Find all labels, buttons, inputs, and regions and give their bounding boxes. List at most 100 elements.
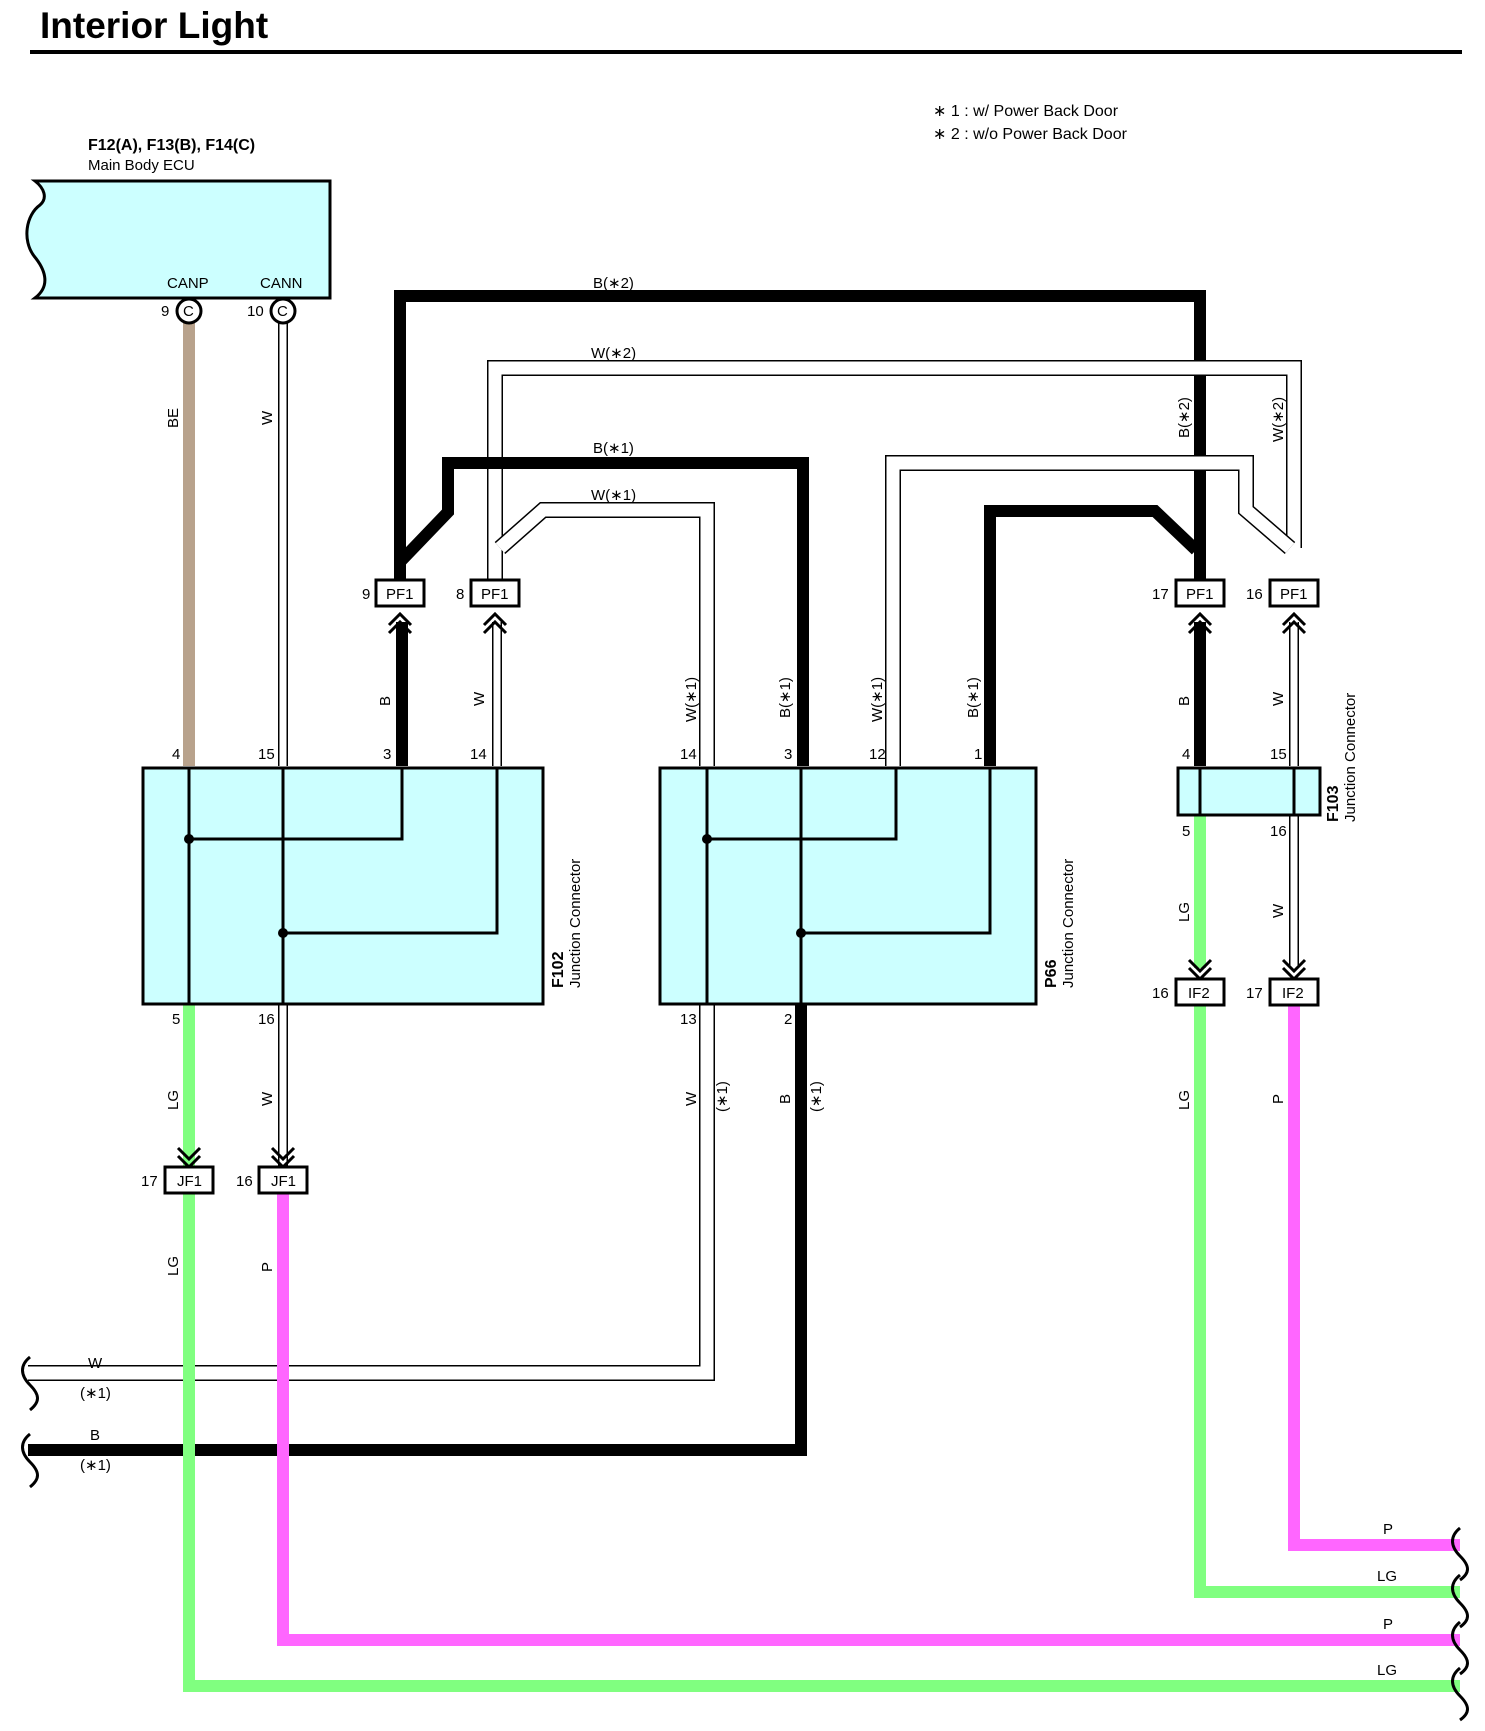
connector-pf1-16-id: PF1 xyxy=(1280,586,1308,603)
wire-label-w-pf1-16: W xyxy=(1270,691,1287,706)
ecu-pin-circle-cann xyxy=(269,297,297,325)
wire-b-p66-2 xyxy=(28,1003,807,1456)
wire-label-lg-jf1: LG xyxy=(165,1256,182,1276)
wire-w2 xyxy=(488,361,1301,585)
wire-label-lg-f103: LG xyxy=(1176,902,1193,922)
f102-pin-16: 16 xyxy=(258,1011,275,1028)
junction-p66 xyxy=(658,766,1038,1006)
connector-pf1-8 xyxy=(469,578,521,608)
f102-pin-4: 4 xyxy=(172,746,180,763)
connector-jf1-16-id: JF1 xyxy=(271,1173,296,1190)
p66-name: Junction Connector xyxy=(1060,859,1077,988)
wire-label-lg-right-2: LG xyxy=(1377,1662,1397,1679)
p66-pin-12: 12 xyxy=(869,746,886,763)
wire-lg-if2-16 xyxy=(1194,1003,1460,1598)
wire-label-b-pf1-9: B xyxy=(377,696,394,706)
wire-label-b1-p66-1: B(∗1) xyxy=(965,677,982,718)
connector-pf1-17 xyxy=(1174,578,1226,608)
diagram-title: Interior Light xyxy=(40,5,268,46)
wire-label-w1: W(∗1) xyxy=(591,487,636,504)
splice-dot xyxy=(278,928,288,938)
connector-jf1-17-id: JF1 xyxy=(177,1173,202,1190)
f103-pin-15: 15 xyxy=(1270,746,1287,763)
connector-jf1-16 xyxy=(257,1165,309,1195)
wire-label-p-right-2: P xyxy=(1383,1616,1393,1633)
wire-label-w-left: W xyxy=(88,1355,103,1372)
wire-lg-jf1-17 xyxy=(183,1191,1460,1692)
connector-if2-17-id: IF2 xyxy=(1282,985,1304,1002)
wire-label-b-left: B xyxy=(90,1427,100,1444)
f103-code: F103 xyxy=(1325,785,1342,822)
wire-label-lg-if2: LG xyxy=(1176,1090,1193,1110)
wire-label-s1-left-b: (∗1) xyxy=(80,1457,111,1474)
wire-label-be: BE xyxy=(165,408,182,428)
p66-pin-13: 13 xyxy=(680,1011,697,1028)
connector-pf1-17-pin: 17 xyxy=(1152,586,1169,603)
break-mark-right-4 xyxy=(1451,1666,1469,1722)
connector-jf1-17 xyxy=(163,1165,215,1195)
f102-code: F102 xyxy=(550,951,567,988)
wire-label-s1-w: (∗1) xyxy=(714,1081,731,1112)
splice-dot xyxy=(184,834,194,844)
p66-pin-3: 3 xyxy=(784,746,792,763)
note-1: ∗ 1 : w/ Power Back Door xyxy=(933,103,1119,120)
wire-label-w2: W(∗2) xyxy=(591,345,636,362)
p66-pin-2: 2 xyxy=(784,1011,792,1028)
connector-pf1-9 xyxy=(374,578,426,608)
wire-b2 xyxy=(394,290,1206,585)
connector-if2-17 xyxy=(1268,977,1320,1007)
ecu-pin-num-9: 9 xyxy=(161,303,169,320)
junction-f102 xyxy=(141,766,545,1006)
f102-pin-14: 14 xyxy=(470,746,487,763)
ecu-pin-label-cann: CANN xyxy=(260,275,303,292)
wire-w-p66-13-outline xyxy=(28,1003,715,1381)
connector-pf1-16 xyxy=(1268,578,1320,608)
f102-pin-5: 5 xyxy=(172,1011,180,1028)
connector-pf1-17-id: PF1 xyxy=(1186,586,1214,603)
junction-f103-internal xyxy=(1198,768,1296,815)
wire-label-w: W xyxy=(259,410,276,425)
wire-label-p-jf1: P xyxy=(259,1262,276,1272)
junction-p66-internal xyxy=(705,768,992,1004)
p66-code: P66 xyxy=(1043,959,1060,988)
ecu-pin-circle-canp xyxy=(175,297,203,325)
wire-label-b1: B(∗1) xyxy=(593,440,634,457)
junction-f102-internal xyxy=(187,768,499,1004)
wire-label-w-f103: W xyxy=(1270,903,1287,918)
wire-p-if2-17 xyxy=(1288,1003,1460,1551)
ecu-pin-letter-cann: C xyxy=(277,303,288,320)
wire-w1 xyxy=(495,503,714,766)
f102-name: Junction Connector xyxy=(567,859,584,988)
wire-label-b1-p66-3: B(∗1) xyxy=(777,677,794,718)
connector-pf1-9-id: PF1 xyxy=(386,586,414,603)
f103-pin-4: 4 xyxy=(1182,746,1190,763)
wire-w-p66-13 xyxy=(28,1003,714,1380)
wire-label-lg-right-1: LG xyxy=(1377,1568,1397,1585)
connector-pf1-16-pin: 16 xyxy=(1246,586,1263,603)
connector-if2-17-pin: 17 xyxy=(1246,985,1263,1002)
break-mark-right-2 xyxy=(1451,1573,1469,1629)
break-mark-left-b xyxy=(21,1432,39,1489)
wire-label-w1-p66-12: W(∗1) xyxy=(869,677,886,722)
wire-w1-outline xyxy=(494,502,715,766)
wire-b1 xyxy=(395,457,809,766)
break-mark-right-3 xyxy=(1451,1620,1469,1676)
connector-jf1-17-pin: 17 xyxy=(141,1173,158,1190)
splice-dot xyxy=(702,834,712,844)
f102-pin-3: 3 xyxy=(383,746,391,763)
wire-label-lg-f102: LG xyxy=(165,1090,182,1110)
ecu-box xyxy=(25,179,332,300)
wire-label-p-right-1: P xyxy=(1383,1521,1393,1538)
ecu-pin-letter-canp: C xyxy=(183,303,194,320)
splice-dot xyxy=(796,928,806,938)
connector-pf1-8-pin: 8 xyxy=(456,586,464,603)
junction-f103 xyxy=(1176,766,1322,817)
break-mark-left-w xyxy=(21,1355,39,1412)
wire-label-w2-vertical: W(∗2) xyxy=(1270,397,1287,442)
ecu-codes: F12(A), F13(B), F14(C) xyxy=(88,137,255,154)
wire-label-b-pf1-17: B xyxy=(1176,696,1193,706)
p66-pin-1: 1 xyxy=(974,746,982,763)
wire-label-b2-vertical: B(∗2) xyxy=(1176,397,1193,438)
ecu-pin-label-canp: CANP xyxy=(167,275,209,292)
